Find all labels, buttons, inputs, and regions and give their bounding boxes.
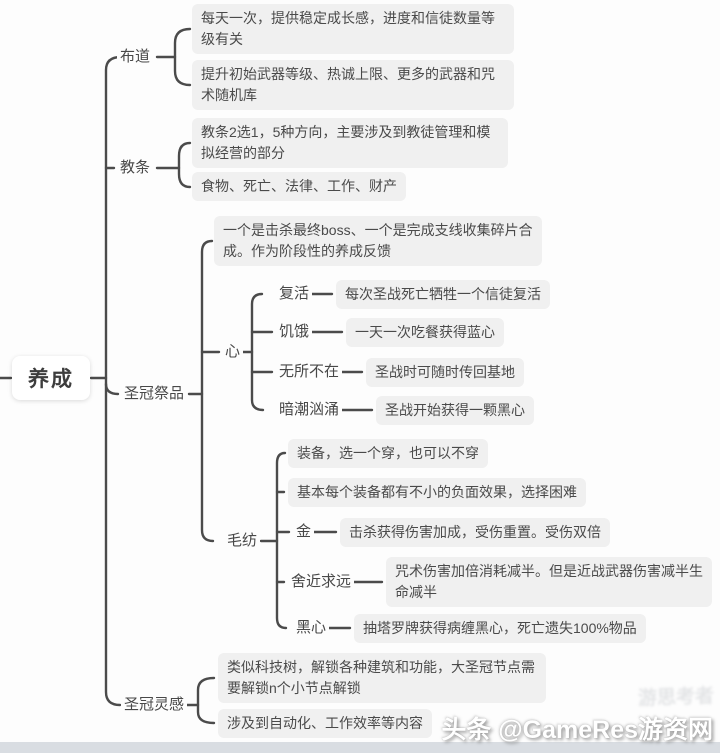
item-text-heixin: 抽塔罗牌获得病缠黑心，死亡遗失100%物品 [354,614,646,643]
item-label-jie: 饥饿 [276,321,313,343]
item-text-shejin: 咒术伤害加倍消耗减半。但是近战武器伤害减半生命减半 [386,557,712,607]
item-text-jin: 击杀获得伤害加成，受伤重置。受伤双倍 [340,518,610,547]
linggan-bracket [196,676,216,725]
leaf-budao-2: 提升初始武器等级、热诚上限、更多的武器和咒术随机库 [192,60,514,110]
branch-label-budao: 布道 [117,46,154,68]
root-node: 养成 [12,356,90,400]
group-label-xin: 心 [222,341,244,363]
bottom-strip [0,742,720,753]
leaf-maofang-note1: 装备，选一个穿，也可以不穿 [288,439,488,468]
faint-watermark: 游思考者 [637,685,715,710]
leaf-maofang-note2: 基本每个装备都有不小的负面效果，选择困难 [288,478,586,507]
leaf-linggan-2: 涉及到自动化、工作效率等内容 [218,709,432,738]
item-label-heixin: 黑心 [293,617,330,639]
leaf-budao-1: 每天一次，提供稳定成长感，进度和信徒数量等级有关 [192,4,514,54]
leaf-linggan-1: 类似科技树，解锁各种建筑和功能，大圣冠节点需要解锁n个小节点解锁 [218,653,546,703]
item-label-shejin: 舍近求远 [288,571,355,593]
jipin-bracket [200,239,215,543]
item-label-fuhuo: 复活 [276,283,313,305]
xin-bracket [250,292,265,412]
item-text-jie: 一天一次吃餐获得蓝心 [346,318,504,347]
leaf-jiaotiao-2: 食物、死亡、法律、工作、财产 [192,172,406,201]
branch-label-jiaotiao: 教条 [117,157,154,179]
trunk-curve-jipin [104,382,120,396]
budao-bracket [173,27,192,87]
watermark-text: 头条 @GameRes游资网 [441,716,713,744]
item-label-anchao: 暗潮汹涌 [276,399,343,421]
item-text-fuhuo: 每次圣战死亡牺牲一个信徒复活 [336,280,550,309]
leaf-jiaotiao-1: 教条2选1，5种方向，主要涉及到教徒管理和模拟经营的部分 [192,118,508,168]
branch-label-jipin: 圣冠祭品 [121,383,188,405]
branch-label-linggan: 圣冠灵感 [121,694,188,716]
jiaotiao-bracket [177,141,192,189]
item-text-anchao: 圣战开始获得一颗黑心 [376,396,534,425]
trunk-vertical [104,55,123,707]
leaf-jipin-intro: 一个是击杀最终boss、一个是完成支线收集碎片合成。作为阶段性的养成反馈 [214,216,542,266]
item-label-wusuobuzai: 无所不在 [276,361,343,383]
item-label-jin: 金 [293,521,315,543]
item-text-wusuobuzai: 圣战时可随时传回基地 [366,358,524,387]
maofang-bracket [275,451,288,630]
group-label-maofang: 毛纺 [224,530,261,552]
